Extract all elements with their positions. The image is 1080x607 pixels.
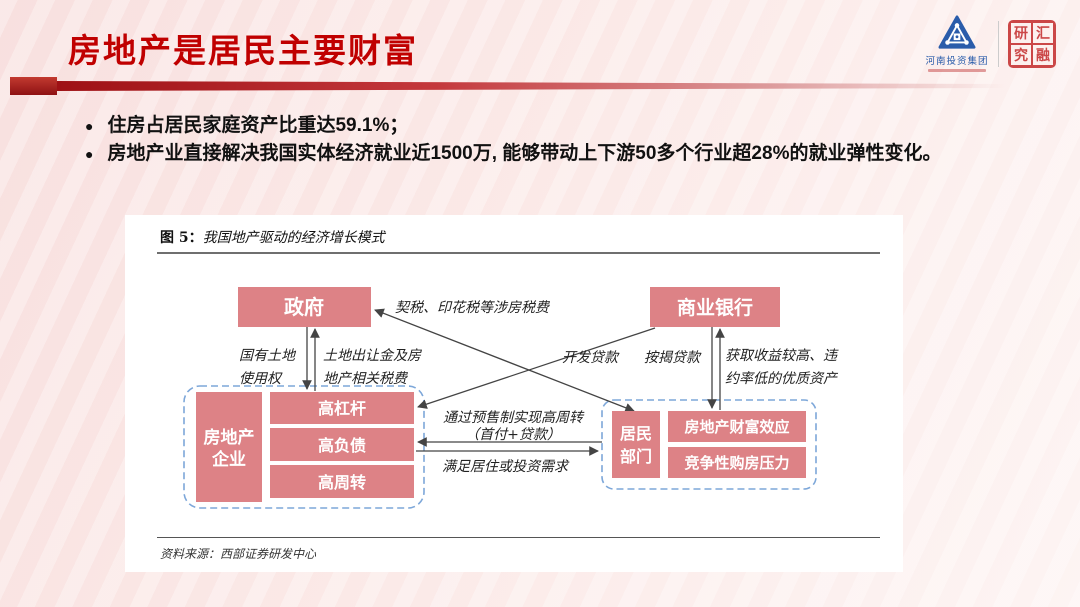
node-high-leverage [270,392,414,424]
seal-char: 研 [1011,22,1031,43]
node-bank-label: 商业银行 [677,296,753,319]
org-subtitle-microtext [928,69,986,72]
title-accent-block [10,77,57,95]
node-government [238,287,371,327]
title-accent-line [57,81,1005,91]
bullet-item: ● 住房占居民家庭资产比重达59.1%； [85,112,975,140]
node-developer-label: 企业 [211,449,246,469]
node-bank [650,287,780,327]
org-logo: 河南投资集团 [925,15,989,72]
seal-char: 融 [1033,44,1053,65]
bullet-text: 房地产业直接解决我国实体经济就业近1500万, 能够带动上下游50多个行业超28… [107,143,942,164]
bullet-icon: ● [85,146,94,162]
flow-diagram: 政府 商业银行 房地产 企业 高杠杆 高负债 高周转 居民 部门 房地产财富效应… [183,287,839,509]
label-quality-asset: 约率低的优质资产 [725,371,839,387]
node-developer-label: 房地产 [204,427,255,447]
seal-char: 究 [1011,44,1031,65]
figure-title: 我国地产驱动的经济增长模式 [202,230,385,246]
node-purchase-pressure [668,447,806,478]
node-resident [612,411,660,478]
node-high-leverage-label: 高杠杆 [318,399,366,418]
figure-number: 图 5： [160,230,203,246]
figure-rule-bottom [157,537,880,538]
node-resident-label: 居民 [620,425,652,443]
figure-rule-top [157,252,880,254]
label-presale: 通过预售制实现高周转 [443,410,585,426]
label-dev-loan: 开发贷款 [562,350,620,366]
arrow-bank-to-leverage [417,327,656,409]
seal-char: 汇 [1033,22,1053,43]
label-demand: 满足居住或投资需求 [442,459,570,475]
arrow-resident-gov-tax [374,308,635,413]
triangle-logo-icon [938,15,976,49]
label-land-fee: 土地出让金及房 [323,348,422,364]
bullet-list: ● 住房占居民家庭资产比重达59.1%； ● 房地产业直接解决我国实体经济就业近… [85,112,975,168]
label-presale: （首付+贷款） [465,427,561,443]
node-wealth-effect-label: 房地产财富效应 [684,418,789,436]
header-logos: 河南投资集团 研 汇 究 融 [925,15,1056,72]
node-wealth-effect [668,411,806,442]
node-high-debt [270,428,414,461]
label-land-fee: 地产相关税费 [323,371,408,387]
label-land-use: 国有土地 [239,348,297,364]
node-high-turnover-label: 高周转 [318,473,366,492]
node-resident-label: 部门 [620,447,652,466]
label-land-use: 使用权 [239,371,283,387]
node-purchase-pressure-label: 竞争性购房压力 [684,454,789,472]
logo-divider [998,20,999,67]
label-quality-asset: 获取收益较高、违 [725,348,839,364]
figure-caption: 图 5：我国地产驱动的经济增长模式 [160,227,385,247]
bullet-icon: ● [85,118,94,134]
node-high-turnover [270,465,414,498]
label-deed-tax: 契税、印花税等涉房税费 [395,300,550,316]
label-mortgage: 按揭贷款 [644,350,702,366]
org-name: 河南投资集团 [925,56,989,67]
bullet-item: ● 房地产业直接解决我国实体经济就业近1500万, 能够带动上下游50多个行业超… [85,140,975,168]
page-title: 房地产是居民主要财富 [68,32,418,69]
node-high-debt-label: 高负债 [318,436,366,455]
figure-source: 资料来源：西部证券研发中心 [160,547,317,561]
bullet-text: 住房占居民家庭资产比重达59.1%； [107,115,409,136]
figure-panel: 图 5：我国地产驱动的经济增长模式 政府 [125,215,903,572]
research-seal-icon: 研 汇 究 融 [1008,19,1056,68]
node-government-label: 政府 [284,295,324,319]
node-developer [196,392,262,502]
